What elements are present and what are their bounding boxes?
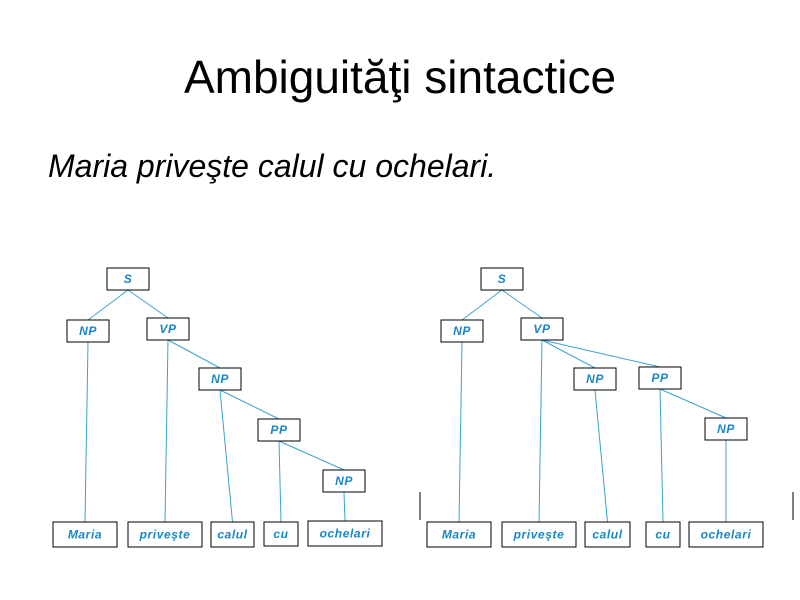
tree-edge — [164, 339, 169, 523]
node-label: cu — [655, 528, 670, 542]
node-label: VP — [159, 322, 177, 336]
tree-edge — [219, 389, 280, 420]
word-node: ochelari — [307, 520, 383, 547]
node-box — [307, 520, 383, 547]
tree-edge — [659, 388, 727, 419]
word-node: Maria — [52, 521, 118, 548]
constituent-node: NP — [573, 367, 617, 391]
node-label: PP — [651, 371, 669, 385]
node-label: NP — [717, 422, 735, 436]
node-box — [688, 521, 764, 548]
node-box — [263, 521, 299, 547]
node-box — [480, 267, 524, 291]
word-node: calul — [584, 521, 631, 548]
node-label: NP — [79, 324, 97, 338]
node-label: calul — [592, 528, 622, 542]
tree-edge — [461, 289, 503, 321]
tree-edge — [343, 491, 346, 522]
node-box — [106, 267, 150, 291]
tree-edge — [659, 388, 664, 523]
tree-edge — [84, 341, 89, 523]
constituent-node: VP — [146, 317, 190, 341]
node-label: VP — [533, 322, 551, 336]
example-sentence: Maria priveşte calul cu ochelari. — [48, 148, 497, 184]
tree-edge — [87, 289, 129, 321]
node-label: NP — [335, 474, 353, 488]
node-box — [426, 521, 492, 548]
node-box — [440, 319, 484, 343]
node-box — [501, 521, 577, 548]
word-node: ochelari — [688, 521, 764, 548]
tree-edge — [501, 289, 543, 319]
node-label: priveşte — [513, 528, 565, 542]
constituent-node: NP — [440, 319, 484, 343]
tree-edge — [594, 389, 608, 523]
node-label: calul — [217, 528, 247, 542]
node-box — [322, 469, 366, 493]
word-node: calul — [210, 521, 255, 548]
tree-edge — [167, 339, 221, 369]
node-label: NP — [211, 372, 229, 386]
node-box — [638, 366, 682, 390]
node-box — [584, 521, 631, 548]
parse-tree-right: S NP VP NP PP NP Maria priveşte calul cu ochelari — [426, 267, 764, 548]
node-box — [210, 521, 255, 548]
node-label: cu — [273, 527, 288, 541]
node-label: Maria — [442, 528, 476, 542]
node-box — [257, 418, 301, 442]
node-label: ochelari — [320, 527, 371, 541]
constituent-node: NP — [322, 469, 366, 493]
constituent-node: PP — [638, 366, 682, 390]
constituent-node: PP — [257, 418, 301, 442]
node-label: NP — [453, 324, 471, 338]
constituent-node: NP — [704, 417, 748, 441]
slide-title: Ambiguităţi sintactice — [183, 51, 617, 103]
node-box — [704, 417, 748, 441]
node-box — [66, 319, 110, 343]
node-box — [645, 521, 681, 548]
tree-edge — [278, 440, 345, 471]
node-label: ochelari — [701, 528, 752, 542]
node-box — [520, 317, 564, 341]
constituent-node: VP — [520, 317, 564, 341]
tree-edge — [219, 389, 233, 523]
word-node: cu — [645, 521, 681, 548]
constituent-node: S — [480, 267, 524, 291]
tree-edge — [538, 339, 543, 523]
word-node: Maria — [426, 521, 492, 548]
tree-edge — [541, 339, 596, 369]
node-label: S — [498, 272, 507, 286]
tree-edge — [541, 339, 661, 368]
word-node: priveşte — [127, 521, 203, 548]
constituent-node: NP — [66, 319, 110, 343]
node-box — [146, 317, 190, 341]
tree-edge — [278, 440, 282, 523]
node-box — [127, 521, 203, 548]
node-label: Maria — [68, 528, 102, 542]
node-label: PP — [270, 423, 288, 437]
node-box — [52, 521, 118, 548]
tree-edge — [127, 289, 169, 319]
node-label: priveşte — [139, 528, 191, 542]
word-node: priveşte — [501, 521, 577, 548]
constituent-node: S — [106, 267, 150, 291]
node-box — [573, 367, 617, 391]
word-node: cu — [263, 521, 299, 547]
tree-edge — [458, 341, 463, 523]
node-box — [198, 367, 242, 391]
node-label: S — [124, 272, 133, 286]
node-label: NP — [586, 372, 604, 386]
parse-tree-left: S NP VP NP PP NP Maria priveşte calul cu ochelari — [52, 267, 383, 548]
constituent-node: NP — [198, 367, 242, 391]
